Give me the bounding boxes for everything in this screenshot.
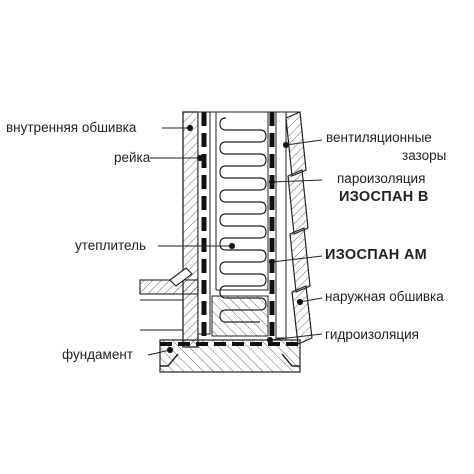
label-batten: рейка: [114, 150, 151, 165]
label-waterproofing: гидроизоляция: [325, 327, 419, 342]
label-izospan-b: ИЗОСПАН В: [339, 189, 429, 205]
label-insulation: утеплитель: [75, 238, 147, 253]
insulation-zigzag: [219, 117, 267, 323]
inner-cladding: [182, 111, 199, 348]
label-vent-gaps-2: зазоры: [402, 148, 447, 163]
outer-cladding: [285, 111, 313, 345]
label-foundation: фундамент: [62, 347, 133, 362]
label-inner-cladding: внутренняя обшивка: [6, 120, 137, 135]
floor-joist: [139, 267, 199, 331]
leader-lines: [147, 124, 323, 356]
label-vapor-barrier: пароизоляция: [337, 171, 426, 186]
label-izospan-am: ИЗОСПАН АМ: [325, 247, 428, 263]
foundation: [159, 339, 301, 373]
label-vent-gaps-1: вентиляционные: [326, 130, 432, 145]
label-outer-cladding: наружная обшивка: [325, 289, 444, 304]
bottom-plate: [211, 295, 269, 337]
